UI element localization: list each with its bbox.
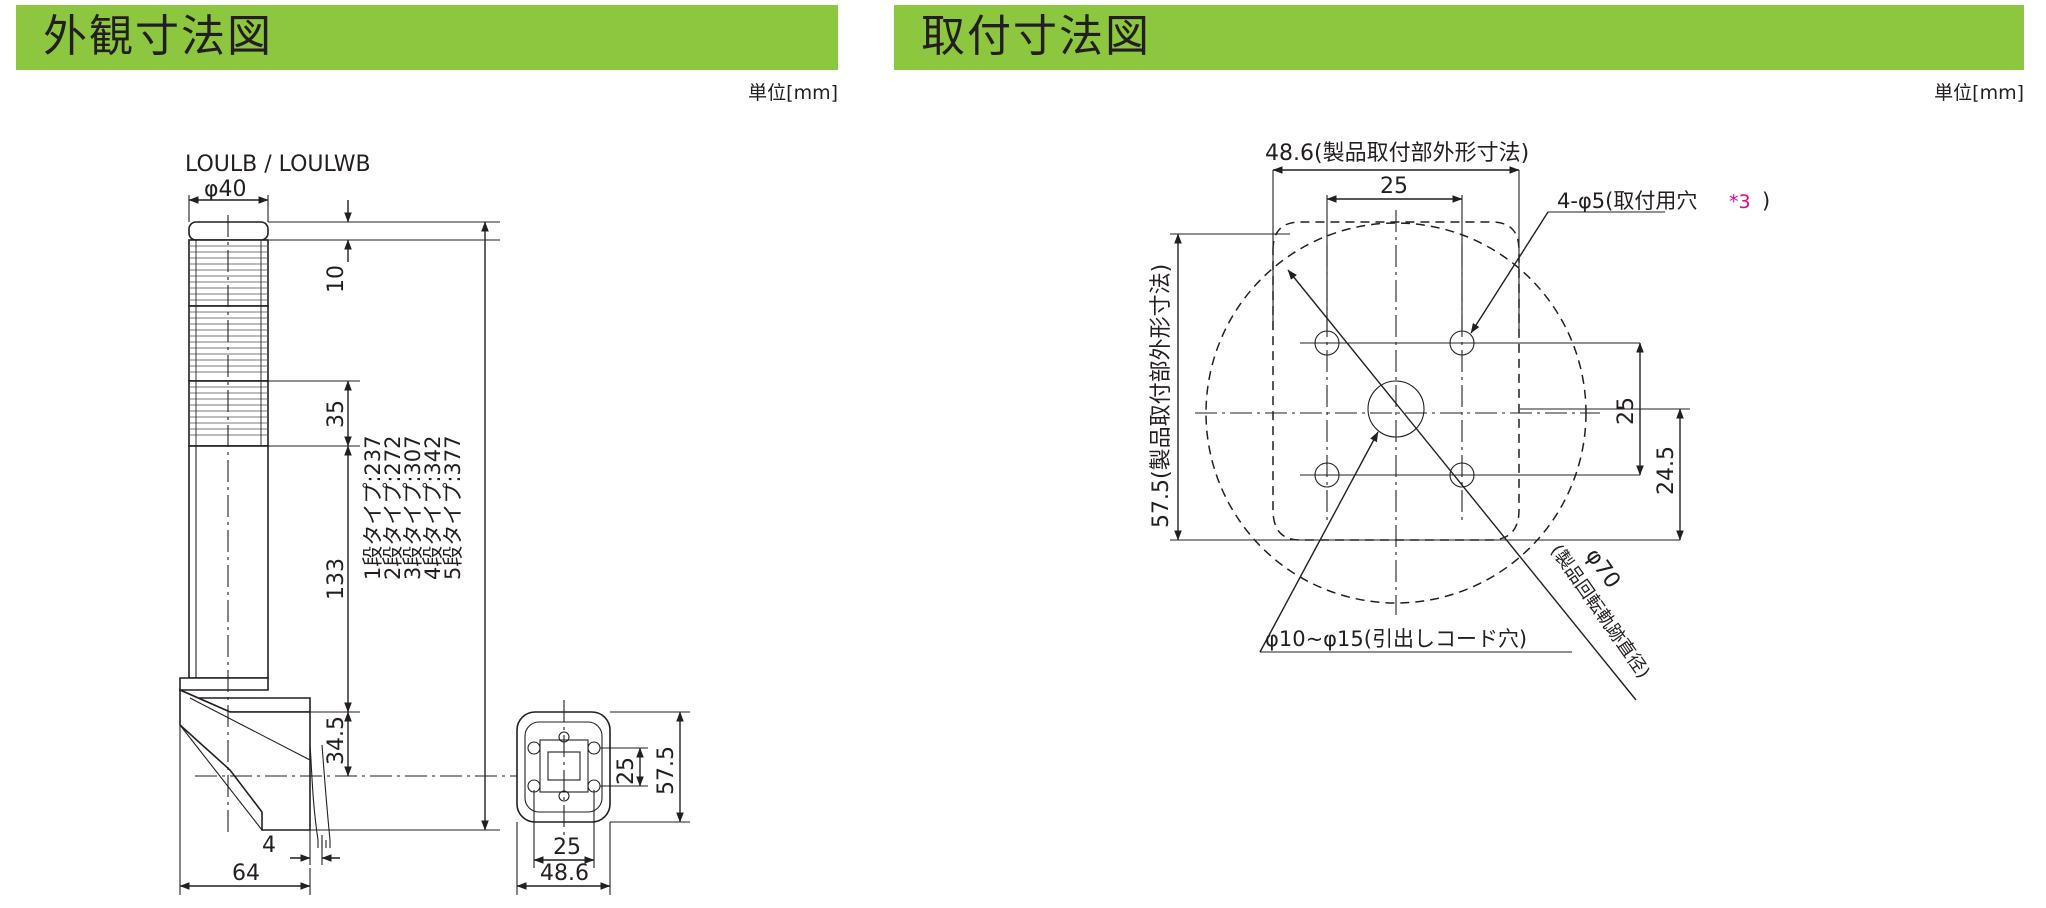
label-height-inner: 25 <box>1614 397 1639 425</box>
label-holes-close: ) <box>1762 189 1770 213</box>
base-bottom-view: 25 57.5 25 48.6 <box>516 700 690 895</box>
type-5: 5段タイプ:377 <box>441 435 465 580</box>
dim-35: 35 <box>324 400 349 428</box>
left-dimension-lines <box>179 195 500 895</box>
header-bar-mounting-dimensions: 取付寸法図 <box>894 5 2024 70</box>
section-title-external-dimensions: 外観寸法図 <box>43 11 273 62</box>
label-holes-note: *3 <box>1729 191 1751 213</box>
type-3: 3段タイプ:307 <box>401 435 425 580</box>
section-title-mounting-dimensions: 取付寸法図 <box>921 11 1151 62</box>
dim-25-bottom: 25 <box>553 835 581 860</box>
label-height-outer: 57.5(製品取付部外形寸法) <box>1149 264 1174 528</box>
tower-light-side-view <box>179 215 520 848</box>
label-width-outer: 48.6(製品取付部外形寸法) <box>1265 141 1529 166</box>
dim-4: 4 <box>262 833 276 858</box>
type-height-list: 1段タイプ:237 2段タイプ:272 3段タイプ:307 4段タイプ:342 … <box>361 435 465 580</box>
header-bar-external-dimensions: 外観寸法図 <box>16 5 838 70</box>
dim-48-6-bottom: 48.6 <box>540 861 589 886</box>
dim-25-side: 25 <box>614 757 639 785</box>
left-dimension-labels: LOULB / LOULWB φ40 10 35 133 34.5 4 64 1… <box>185 152 465 886</box>
dim-57-5-side: 57.5 <box>654 746 679 795</box>
type-2: 2段タイプ:272 <box>381 435 405 580</box>
label-cord-hole: φ10~φ15(引出しコード穴) <box>1265 627 1527 651</box>
label-holes: 4-φ5(取付用穴 <box>1557 189 1697 213</box>
label-24-5: 24.5 <box>1654 446 1679 495</box>
unit-label-right: 単位[mm] <box>1934 82 2024 104</box>
mounting-drawing <box>1170 166 1690 701</box>
dim-34-5: 34.5 <box>324 716 349 765</box>
dim-phi40: φ40 <box>204 177 247 202</box>
unit-label-left: 単位[mm] <box>748 82 838 104</box>
model-label: LOULB / LOULWB <box>185 152 371 177</box>
dim-10: 10 <box>324 265 349 293</box>
type-4: 4段タイプ:342 <box>421 435 445 580</box>
dim-133: 133 <box>324 558 349 600</box>
type-1: 1段タイプ:237 <box>361 435 385 580</box>
dim-64: 64 <box>232 861 260 886</box>
label-width-inner: 25 <box>1380 174 1408 199</box>
